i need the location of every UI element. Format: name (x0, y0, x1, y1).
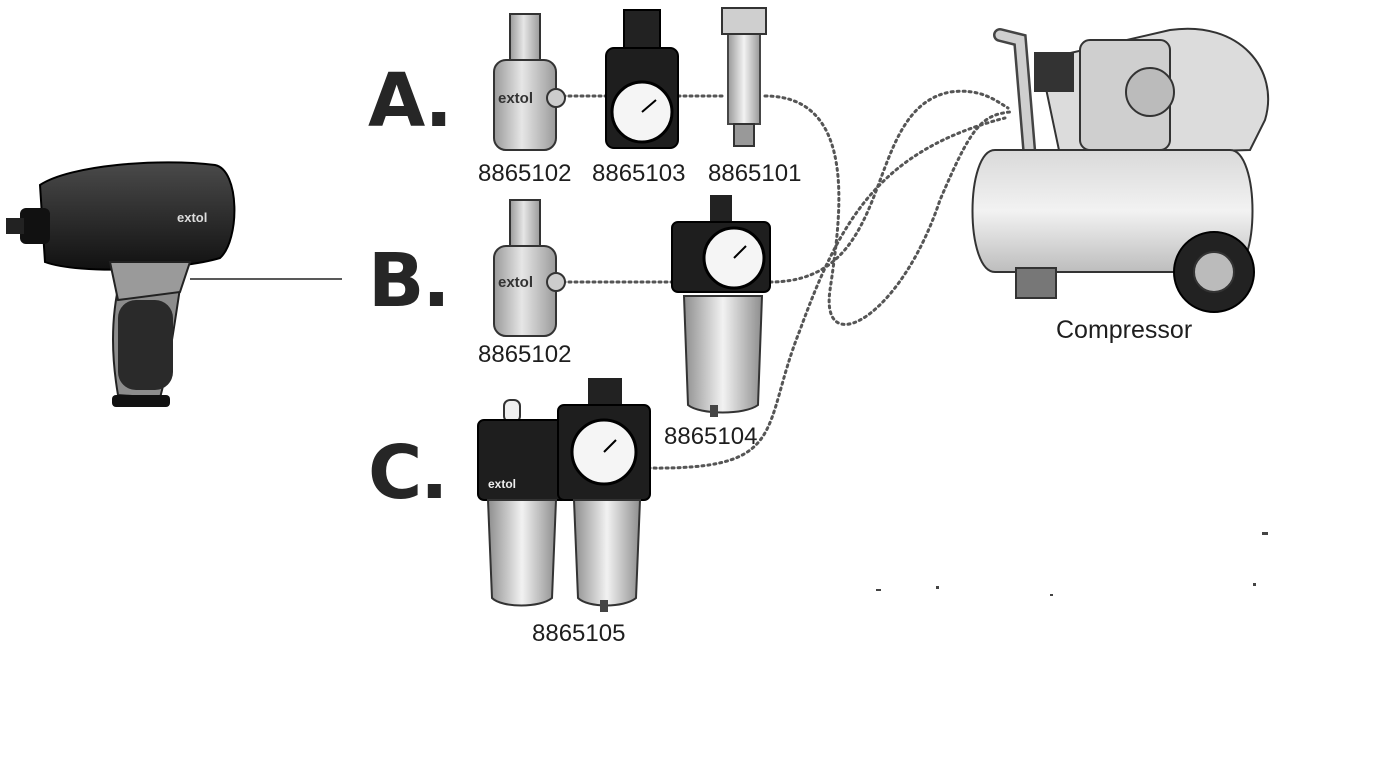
brand-label-wrench: extol (177, 210, 207, 225)
product-code-a1: 8865102 (478, 160, 572, 187)
brand-label-b1: extol (498, 274, 533, 291)
product-code-a3: 8865101 (708, 160, 802, 187)
product-code-c1: 8865105 (532, 620, 626, 647)
air-hoses (561, 89, 1012, 470)
product-code-b1: 8865102 (478, 341, 572, 368)
water-separator-a (721, 7, 767, 147)
impact-wrench-illustration (6, 161, 342, 407)
hose-b-main (768, 89, 1010, 284)
row-label-a: A. (368, 58, 453, 144)
product-code-a2: 8865103 (592, 160, 686, 187)
row-label-c: C. (368, 430, 448, 516)
product-code-b2: 8865104 (664, 423, 758, 450)
quick-coupler-b (493, 199, 566, 337)
pressure-regulator-a (605, 9, 679, 149)
brand-label-a1: extol (498, 90, 533, 107)
brand-label-c: extol (488, 477, 516, 491)
filter-regulator-b (671, 195, 771, 417)
speck-marks (876, 532, 1268, 596)
row-label-b: B. (368, 238, 451, 324)
frl-unit-c (477, 378, 651, 612)
compressor-illustration (971, 27, 1270, 313)
hose-a-main (763, 94, 1012, 326)
compressor-label: Compressor (1056, 316, 1193, 344)
hose-c-main (646, 116, 1007, 470)
quick-coupler-a (493, 13, 566, 151)
